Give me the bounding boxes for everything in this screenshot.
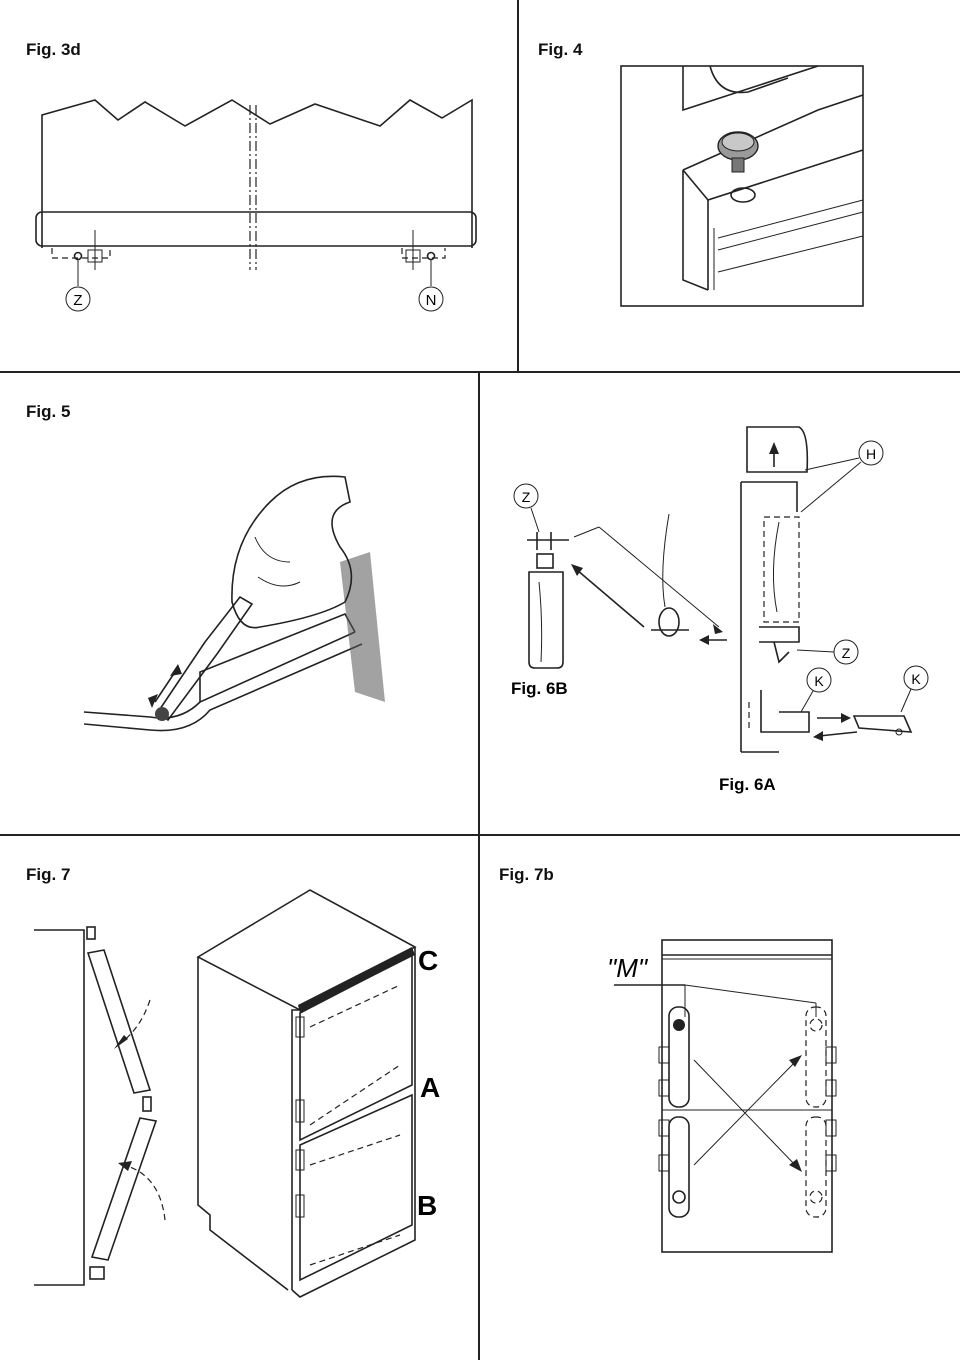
figure-7b-panel: Fig. 7b "M": [479, 835, 960, 1360]
figure-6-drawing: Z Fig. 6B H: [511, 426, 929, 794]
callout-n-label: N: [426, 292, 437, 309]
callout-k-2: K: [911, 671, 921, 687]
label-a: A: [420, 1072, 440, 1103]
figure-7-drawing: C A B: [34, 889, 440, 1298]
figure-3d-panel: Fig. 3d Z N: [0, 0, 517, 371]
divider-horizontal-1: [0, 371, 960, 373]
callout-z-label: Z: [73, 292, 82, 309]
figure-5-panel: Fig. 5: [0, 372, 478, 834]
figure-3d-drawing: Z N: [35, 98, 477, 312]
figure-7b-title: Fig. 7b: [499, 865, 554, 884]
figure-3d-title: Fig. 3d: [26, 40, 81, 59]
callout-h: H: [866, 446, 876, 462]
figure-7-title: Fig. 7: [26, 865, 71, 884]
callout-z-6b: Z: [522, 489, 531, 505]
figure-6a-label: Fig. 6A: [719, 775, 776, 794]
divider-vertical-top: [517, 0, 519, 372]
figure-4-title: Fig. 4: [538, 40, 583, 59]
label-c: C: [418, 945, 438, 976]
divider-horizontal-2: [0, 834, 960, 836]
figure-6-panel: Z Fig. 6B H: [479, 372, 960, 834]
callout-z-6a: Z: [842, 645, 851, 661]
figure-7-panel: Fig. 7 C A B: [0, 835, 478, 1360]
figure-6b-label: Fig. 6B: [511, 679, 568, 698]
figure-5-drawing: [83, 475, 385, 732]
divider-vertical-middle: [478, 372, 480, 1360]
callout-k-1: K: [814, 673, 824, 689]
label-m: "M": [607, 953, 649, 983]
figure-4-panel: Fig. 4: [518, 0, 960, 371]
figure-4-drawing: [620, 65, 864, 307]
label-b: B: [417, 1190, 437, 1221]
figure-7b-drawing: "M": [607, 939, 837, 1253]
figure-5-title: Fig. 5: [26, 402, 71, 421]
